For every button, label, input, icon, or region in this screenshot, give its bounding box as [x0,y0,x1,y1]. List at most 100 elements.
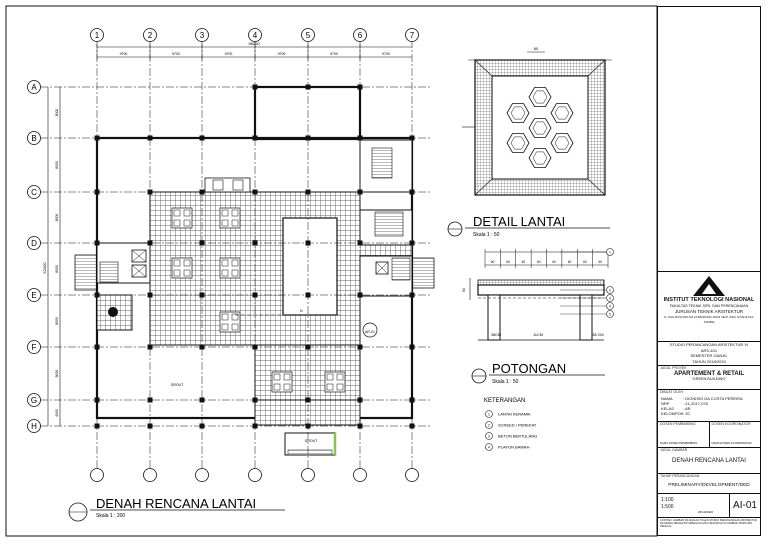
phase-label: TAHAP PERANCANGAN [660,474,700,478]
grid-label-row: C [31,188,37,197]
floor-plan: 58200 52000 [27,28,435,482]
notes-block: CATATAN: GAMBAR INI ADALAH TUGAS STUDIO … [658,517,760,535]
row-dim: 4000 [55,409,59,417]
legend-text: LANTAI KERAMIK [498,412,531,417]
grid-label-col: 5 [306,31,311,40]
drawing-label: JUDUL GAMBAR [660,448,688,452]
section-dim-top: 60 [491,260,495,264]
callout-number: 2 [609,288,611,292]
legend-bubble [485,443,493,451]
scale-2: 1:500 [661,504,674,510]
legend-bubble [485,421,493,429]
callout-number: 1 [609,250,611,254]
author-label: DIBUAT OLEH [660,390,684,394]
callout-bubble [606,286,614,294]
legend-title: KETERANGAN [484,398,525,404]
author-field: KELOMPOK: 3C [661,410,691,416]
plan-scale: Skala 1 : 200 [96,513,125,519]
semester: SEMESTER GANJIL [690,353,728,358]
section-dim-top: 60 [583,260,587,264]
grid-bubble-col [405,28,419,42]
section-dim-top: 60 [537,260,541,264]
detail-floor: 60 DETAIL LANTAI Skala 1 : 50 [447,46,612,238]
project-subtitle: "GREEN BUILDING" [691,377,727,381]
phase-value: PRELIMINARY/DEVELOPMENT/DED [668,482,750,488]
total-height-dim: 52000 [42,262,47,274]
grid-bubble-row [27,340,41,354]
legend-bubble [485,432,493,440]
section-dim-top: 60 [522,260,526,264]
callout-number: 3 [609,296,611,300]
detail-scale: Skala 1 : 50 [473,232,500,238]
legend-number: 2 [488,423,490,427]
title-block: INSTITUT TEKNOLOGI NASIONAL FAKULTAS TEK… [657,6,761,536]
grid-bubble-col [143,28,157,42]
drawing-title-block: JUDUL GAMBAR DENAH RENCANA LANTAI [658,447,760,473]
legend-number: 1 [488,412,490,416]
grid-bubble-col [353,28,367,42]
author-field: NAMA: DIONISIO DA COSTA PEREIRA [661,395,743,401]
grid-bubble-row [27,80,41,94]
section-dim-top: 60 [506,260,510,264]
legend-text: PLAFON BAWAH [498,445,530,450]
author-block: DIBUAT OLEH NAMA: DIONISIO DA COSTA PERE… [658,389,760,421]
row-dim: 8000 [55,370,59,378]
grid-label-row: A [31,83,37,92]
callout-number: 4 [609,304,611,308]
col-dim: 9700 [225,52,233,56]
section-dim-left: 38CM [491,333,501,337]
advisor-block: DOSEN PEMBIMBING NAMA DOSEN PEMBIMBING D… [658,421,760,447]
author-field: KELAS: AR [661,405,691,411]
legend-bubble [485,410,493,418]
legend-number: 4 [488,445,490,449]
col-dim: 9700 [172,52,180,56]
studio-name: STUDIO PERANCANGAN ARSITEKTUR VI [669,342,749,347]
sheet-number: AI-01 [729,494,760,517]
project-name: APARTEMENT & RETAIL [673,370,745,377]
course-code: ARS-401 [700,347,718,353]
coordinator-name: NAMA DOSEN KOORDINATOR [711,440,752,445]
row-dim: 8000 [55,317,59,325]
drawing-date: 25/10/2020 [698,510,714,514]
section-dim-center: 11CM [533,333,543,337]
faculty-name: FAKULTAS TEKNIK SIPIL DAN PERENCANAAN [669,303,749,308]
plan-title: DENAH RENCANA LANTAI [96,496,256,511]
grid-label-col: 6 [358,31,363,40]
grid-bubble-col [301,28,315,42]
room-label-grout: GROUT [171,383,185,387]
legend-number: 3 [488,434,490,438]
section-dim-right: 38 CM [592,333,603,337]
row-dim: 8000 [55,214,59,222]
grid-label-col: 3 [200,31,205,40]
grid-label-col: 2 [148,31,153,40]
advisor-name: NAMA DOSEN PEMBIMBING [660,440,698,445]
institution-address: JL. PHH MUSTOFA NO 23 BANDUNG 40124 TELP… [663,314,755,325]
project-label: JUDUL PROYEK [660,366,687,370]
callout-bubble [606,310,614,318]
grid-label-col: 4 [253,31,258,40]
section-ref-mark: AR-01 [365,330,375,334]
row-dim: 8000 [55,265,59,273]
section-dim-top: 60 [552,260,556,264]
grid-label-row: F [32,343,37,352]
detail-dim: 60 [534,46,539,51]
room-label-entrance: GROUT [305,439,319,443]
grid-bubble-col [248,28,262,42]
grid-bubble-col [90,28,104,42]
logo-icon [693,276,725,296]
studio-block: STUDIO PERANCANGAN ARSITEKTUR VI ARS-401… [658,341,760,365]
callout-number: 5 [609,312,611,316]
scale-1: 1:100 [661,497,674,503]
grid-bubble-row [27,185,41,199]
total-width-dim: 58200 [248,41,260,46]
callout-bubble [606,302,614,310]
institution-block: INSTITUT TEKNOLOGI NASIONAL FAKULTAS TEK… [658,271,760,341]
grid-bubble-row [27,131,41,145]
author-field: NRP: 21-2017-076 [661,400,708,406]
section-scale: Skala 1 : 50 [492,379,519,385]
section-dim-top: 60 [599,260,603,264]
